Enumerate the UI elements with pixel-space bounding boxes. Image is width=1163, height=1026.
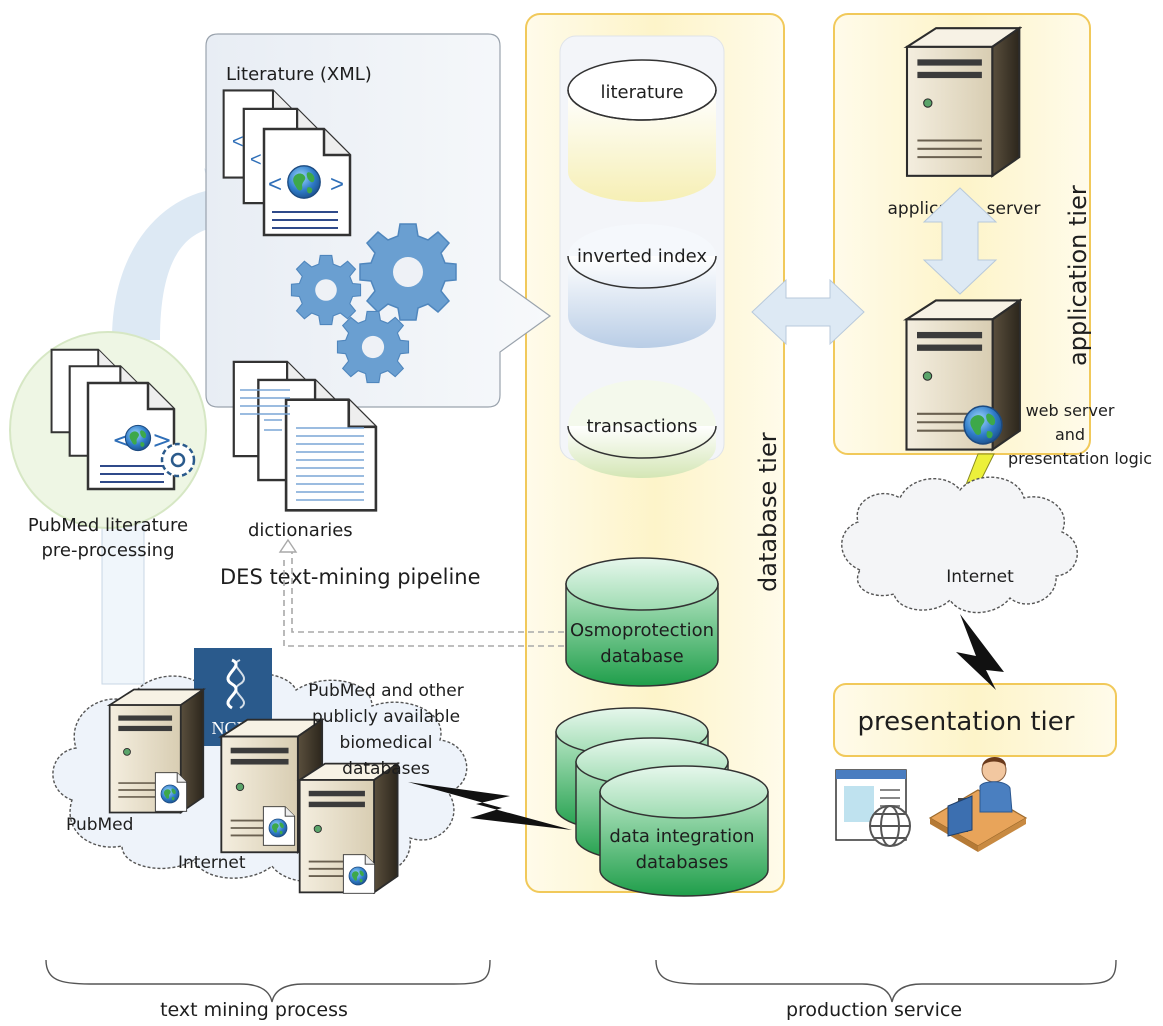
inverted-index-db <box>567 224 717 348</box>
small-gear-icon <box>160 442 196 478</box>
web-server-label-2: and <box>1055 425 1085 444</box>
svg-text:>: > <box>152 426 172 454</box>
pubmed-label: PubMed <box>66 815 133 835</box>
double-arrow-vertical <box>922 187 998 295</box>
osmoprotection-db <box>565 557 719 687</box>
literature-xml-documents-icon: < < < > <box>222 89 352 237</box>
data-integration-label-1: data integration <box>609 826 754 847</box>
svg-text:>: > <box>330 171 344 198</box>
osmoprotection-label-1: Osmoprotection <box>570 620 714 641</box>
database-tier-label: database tier <box>754 432 782 592</box>
double-arrow-horizontal <box>751 278 865 346</box>
text-mining-process-label: text mining process <box>160 999 348 1021</box>
preprocessing-documents-icon: < > <box>50 348 176 491</box>
web-server-label-3: presentation logic <box>1008 449 1152 468</box>
svg-text:<: < <box>268 171 282 198</box>
dashed-arrowhead <box>278 538 298 553</box>
dashed-connector <box>283 548 566 647</box>
web-server-label-1: web server <box>1026 401 1115 420</box>
pubmed-other-label-2: publicly available <box>312 707 460 727</box>
pipeline-label: DES text-mining pipeline <box>220 565 481 589</box>
data-integration-label-2: databases <box>636 852 729 873</box>
upward-arrow <box>101 505 145 685</box>
internet-right-label: Internet <box>946 567 1014 587</box>
literature-db <box>567 59 717 202</box>
presentation-tier-box <box>833 683 1117 757</box>
preprocessing-label-2: pre-processing <box>41 540 174 561</box>
literature-xml-label: Literature (XML) <box>226 64 372 85</box>
application-server-icon <box>905 27 1021 177</box>
transactions-label: transactions <box>586 416 697 437</box>
inverted-index-label: inverted index <box>577 246 707 267</box>
user-at-desk-icon <box>928 757 1028 852</box>
lightning-black-left <box>408 782 572 830</box>
preprocessing-label-1: PubMed literature <box>28 515 188 536</box>
lightning-black-right <box>956 614 1004 690</box>
osmoprotection-label-2: database <box>600 646 683 667</box>
dictionaries-label: dictionaries <box>248 520 353 541</box>
brace-text-mining <box>45 959 491 1003</box>
data-integration-dbs <box>555 707 769 897</box>
internet-left-label: Internet <box>178 853 246 873</box>
production-service-label: production service <box>786 999 962 1021</box>
web-server-icon <box>905 299 1021 451</box>
literature-db-label: literature <box>600 82 683 103</box>
web-server-globe-icon <box>963 405 1003 445</box>
dictionaries-documents-icon <box>232 360 378 512</box>
pubmed-other-label-1: PubMed and other <box>308 681 464 701</box>
pubmed-other-label-4: databases <box>342 759 430 779</box>
transactions-db <box>567 380 717 478</box>
internet-cloud-right <box>841 476 1078 614</box>
pubmed-other-label-3: biomedical <box>340 733 433 753</box>
application-tier-label: application tier <box>1064 185 1092 366</box>
brace-production-service <box>655 959 1117 1003</box>
svg-text:<: < <box>232 131 244 153</box>
web-globe-icon <box>869 805 911 847</box>
svg-text:<: < <box>250 149 262 171</box>
presentation-tier-label: presentation tier <box>858 707 1075 737</box>
